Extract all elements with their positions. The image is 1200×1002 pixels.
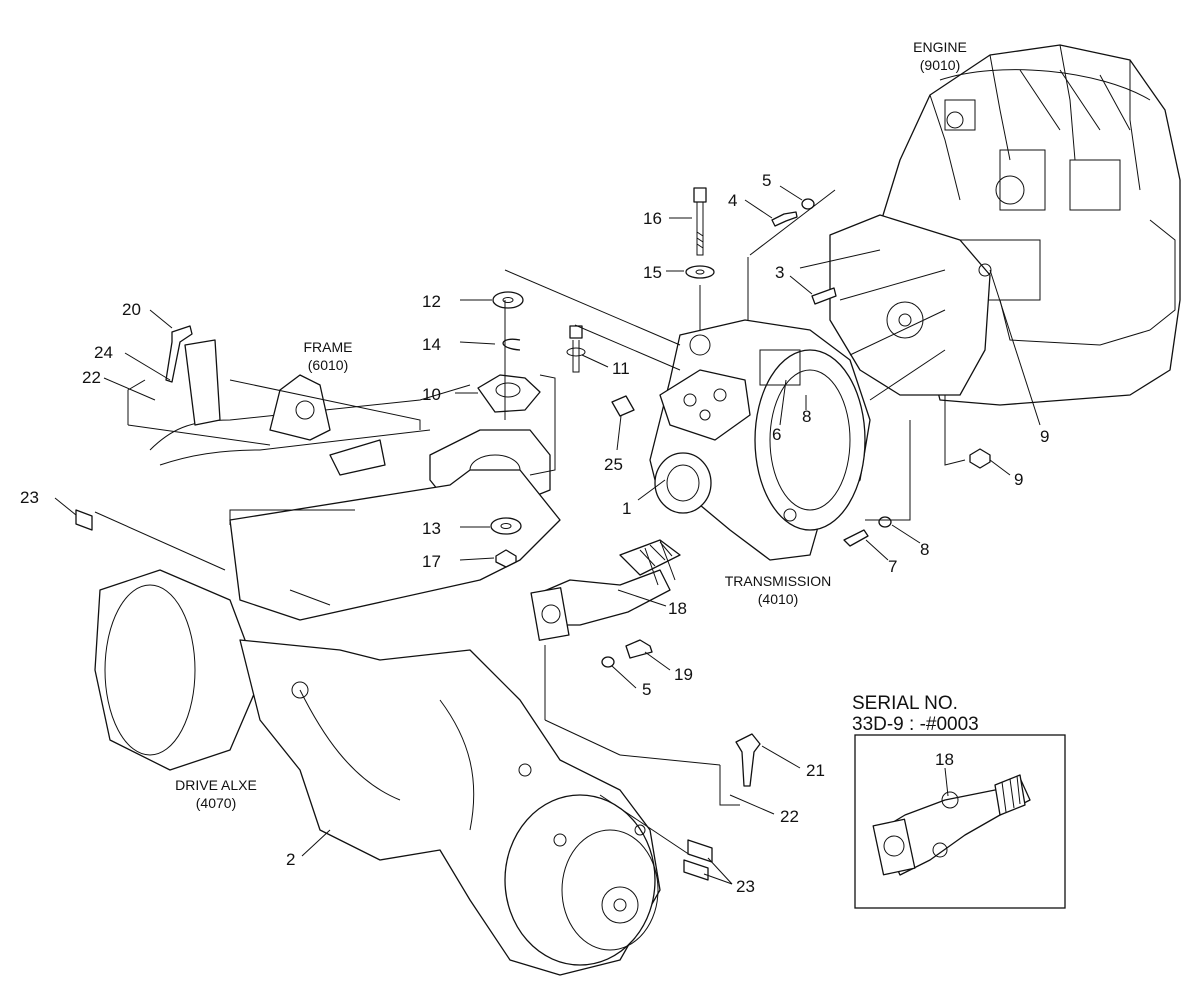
serial-range: 33D-9 : -#0003 [852, 714, 979, 735]
callout-22b: 22 [780, 807, 799, 826]
assembly-labels: ENGINE (9010) FRAME (6010) TRANSMISSION … [175, 39, 967, 811]
callout-23a: 23 [20, 488, 39, 507]
callout-14: 14 [422, 335, 441, 354]
fastener-parts [75, 187, 991, 881]
callout-numbers: 1 2 3 4 5 5 6 7 8 8 9 9 10 11 12 13 14 1… [20, 171, 1049, 896]
transmission-label: TRANSMISSION [725, 573, 832, 589]
callout-19: 19 [674, 665, 693, 684]
engine-code: (9010) [920, 57, 960, 73]
transmission-assembly [619, 319, 871, 576]
callout-12: 12 [422, 292, 441, 311]
callout-3: 3 [775, 263, 784, 282]
engine-assembly [829, 44, 1181, 406]
callout-16: 16 [643, 209, 662, 228]
callout-15: 15 [643, 263, 662, 282]
callout-2: 2 [286, 850, 295, 869]
drive-axle-assembly [94, 469, 661, 976]
callout-25: 25 [604, 455, 623, 474]
serial-title: SERIAL NO. [852, 693, 958, 714]
callout-4: 4 [728, 191, 737, 210]
callout-10: 10 [422, 385, 441, 404]
callout-22a: 22 [82, 368, 101, 387]
leader-lines [94, 189, 966, 856]
callout-21: 21 [806, 761, 825, 780]
callout-20: 20 [122, 300, 141, 319]
callout-24: 24 [94, 343, 113, 362]
callout-7: 7 [888, 557, 897, 576]
engine-label: ENGINE [913, 39, 967, 55]
inset-driveshaft [872, 774, 1031, 876]
callout-pointers [54, 185, 1041, 885]
callout-9a: 9 [1040, 427, 1049, 446]
callout-1: 1 [622, 499, 631, 518]
frame-code: (6010) [308, 357, 348, 373]
callout-13: 13 [422, 519, 441, 538]
transmission-code: (4010) [758, 591, 798, 607]
drive-axle-label: DRIVE ALXE [175, 777, 257, 793]
callout-5a: 5 [762, 171, 771, 190]
callout-8b: 8 [920, 540, 929, 559]
callout-23b: 23 [736, 877, 755, 896]
callout-18: 18 [668, 599, 687, 618]
callout-11: 11 [612, 359, 630, 378]
frame-label: FRAME [304, 339, 353, 355]
callout-17: 17 [422, 552, 441, 571]
drive-axle-code: (4070) [196, 795, 236, 811]
callout-8a: 8 [802, 407, 811, 426]
callout-9b: 9 [1014, 470, 1023, 489]
callout-5b: 5 [642, 680, 651, 699]
serial-part-number: 18 [935, 750, 954, 769]
serial-inset: SERIAL NO. 33D-9 : -#0003 18 [852, 693, 1066, 909]
callout-6: 6 [772, 425, 781, 444]
